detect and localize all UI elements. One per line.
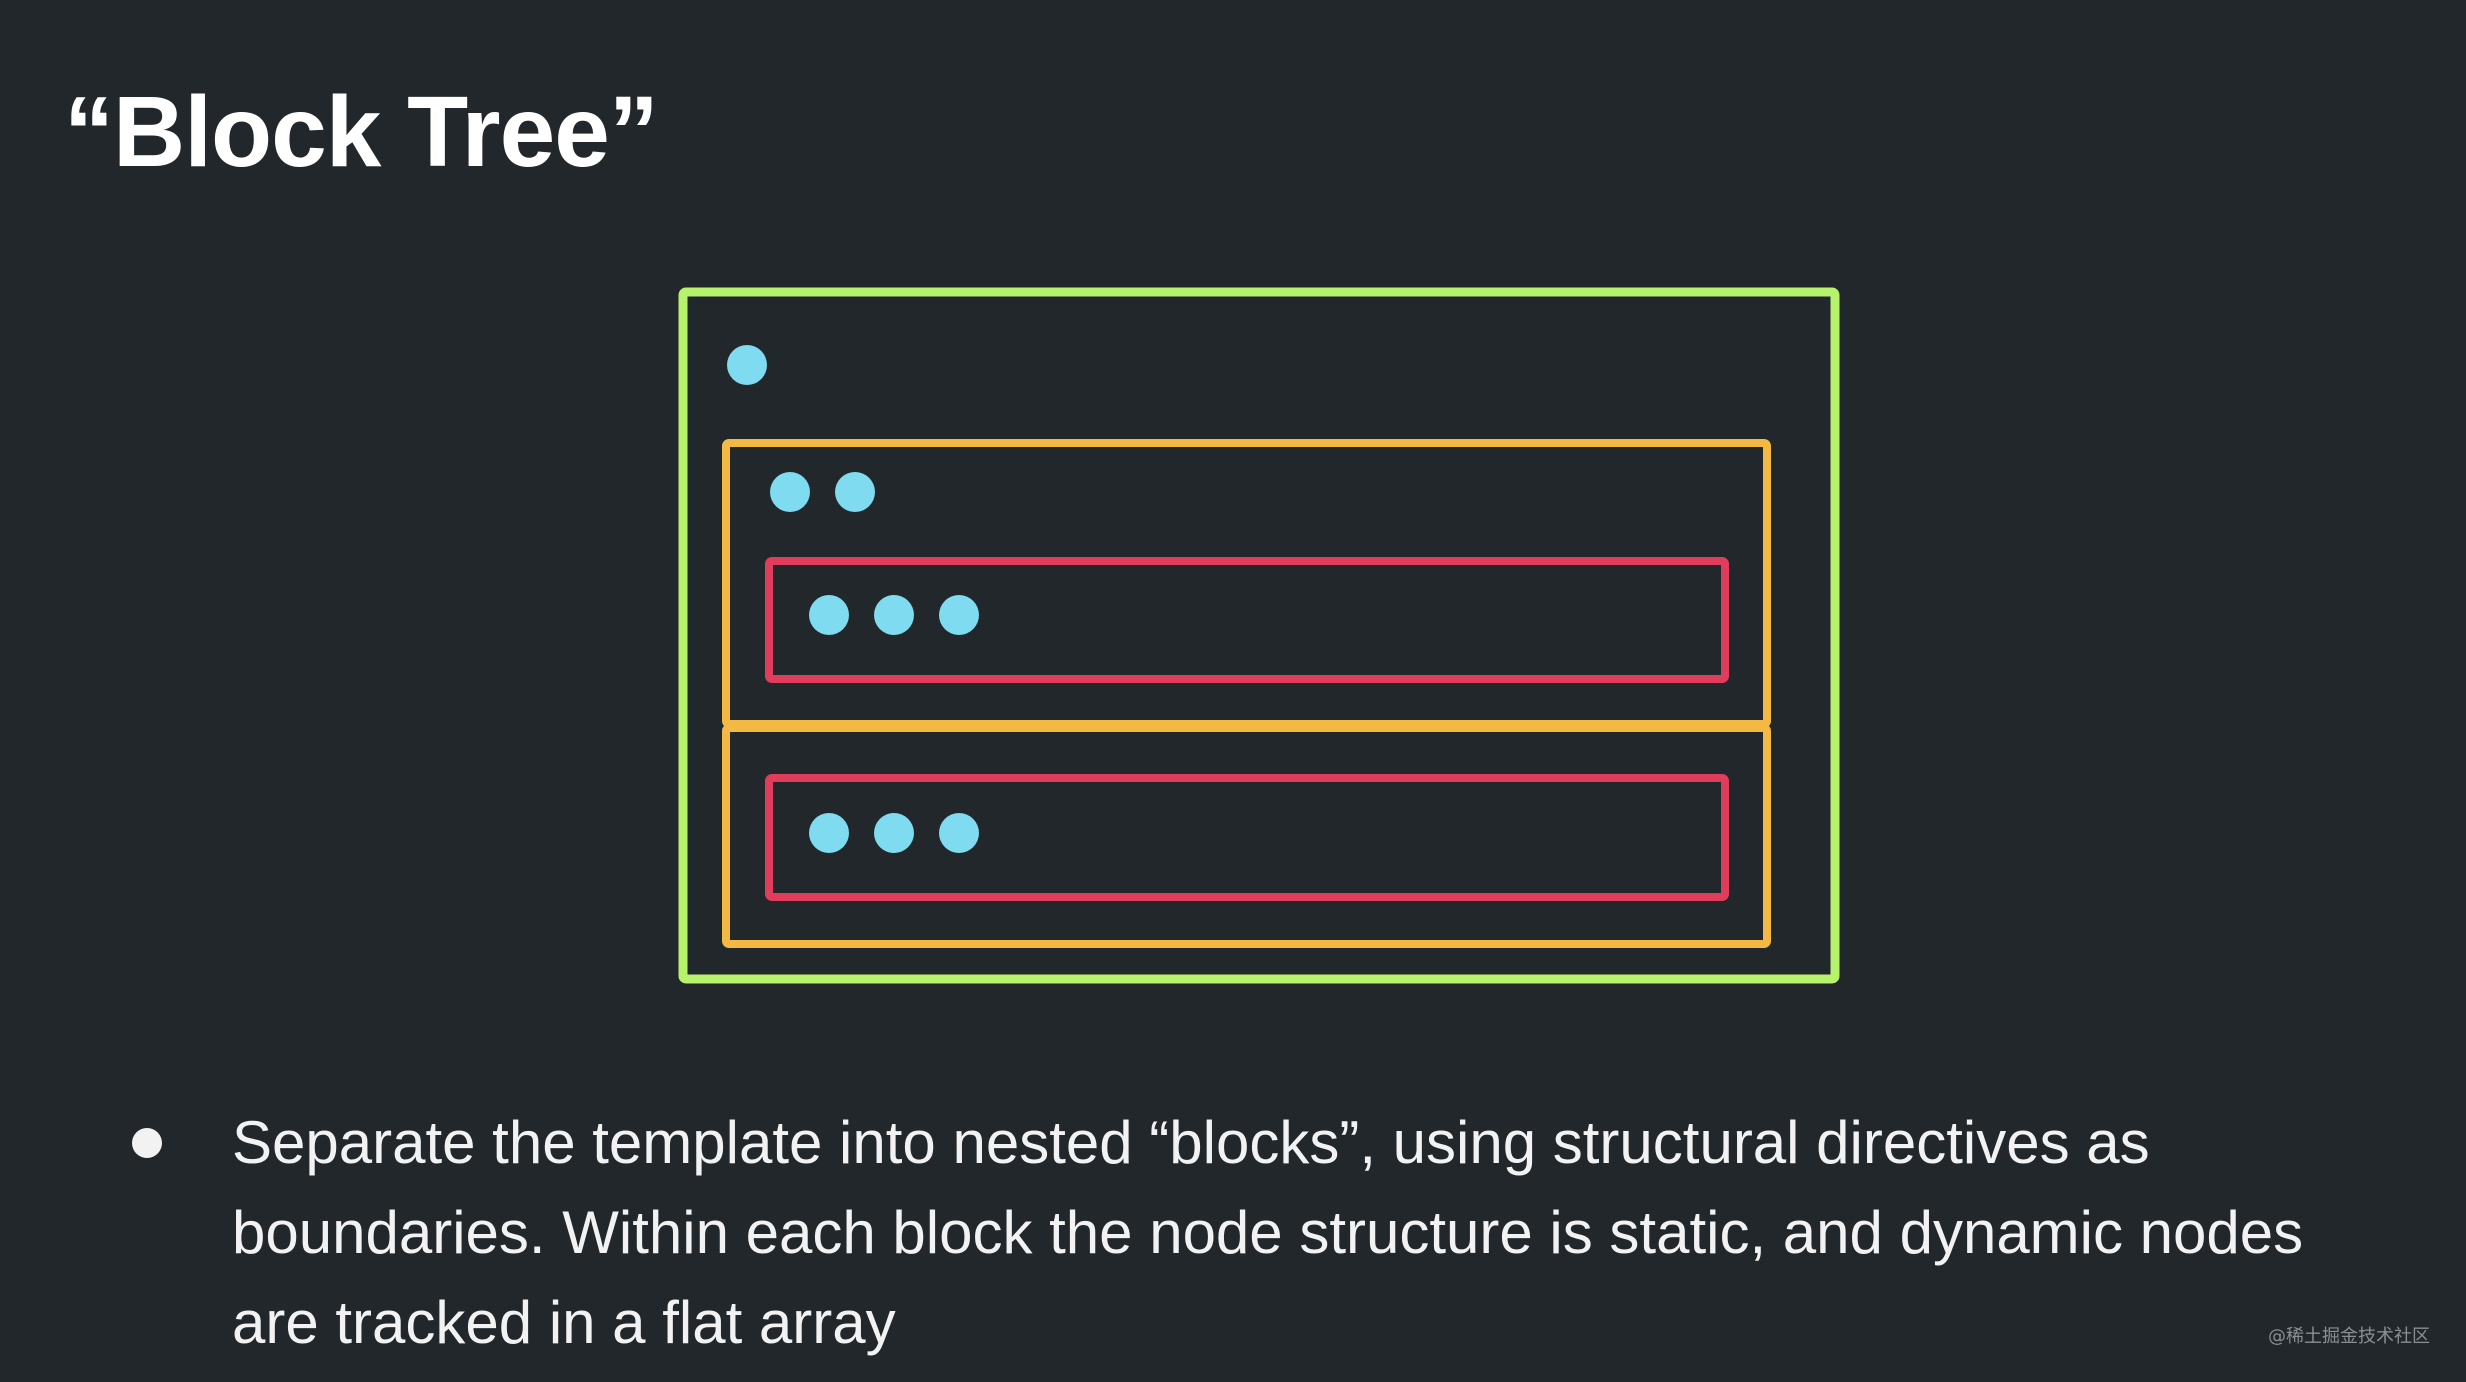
middle-block-1-node <box>770 472 810 512</box>
outer-block <box>678 287 1840 984</box>
bullet-text: Separate the template into nested “block… <box>232 1109 2304 1356</box>
inner-block-1-node <box>939 595 979 635</box>
watermark: @稀土掘金技术社区 <box>2268 1326 2430 1347</box>
inner-block-2 <box>765 774 1729 901</box>
inner-block-1 <box>765 557 1729 683</box>
bullet-list: Separate the template into nested “block… <box>122 1098 2362 1368</box>
bullet-dot-icon <box>132 1128 162 1158</box>
inner-block-1-node <box>874 595 914 635</box>
middle-block-1-node <box>835 472 875 512</box>
outer-block-node <box>727 345 767 385</box>
inner-block-2-node <box>874 813 914 853</box>
middle-block-2 <box>722 724 1771 948</box>
bullet-item: Separate the template into nested “block… <box>122 1098 2362 1368</box>
inner-block-1-node <box>809 595 849 635</box>
slide-title: “Block Tree” <box>64 76 659 188</box>
inner-block-2-node <box>809 813 849 853</box>
inner-block-2-node <box>939 813 979 853</box>
